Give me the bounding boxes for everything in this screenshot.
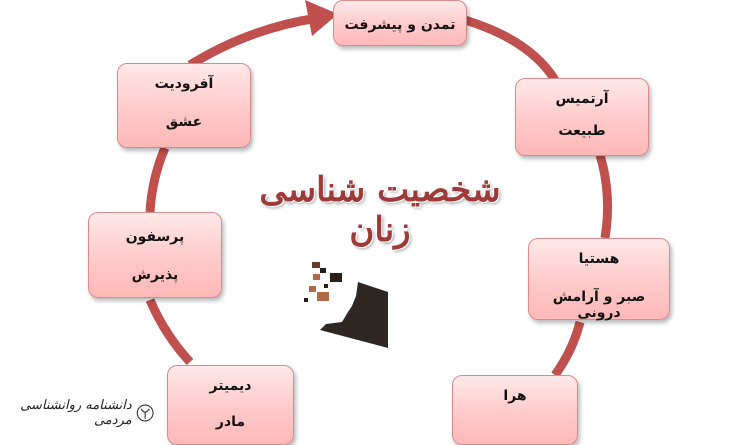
head-pixel-logo-icon	[304, 262, 388, 348]
node-goddess-name: هستیا	[578, 251, 620, 267]
node-trait: طبیعت	[558, 123, 606, 139]
node-goddess-name: دیمیتر	[209, 378, 252, 394]
node-label: تمدن و پیشرفت	[344, 17, 456, 33]
node-goddess-name: آفرودیت	[154, 76, 214, 92]
node-goddess-name: آرتمیس	[555, 91, 609, 107]
cycle-arrow-ring	[145, 0, 613, 378]
node-trait: صبر و آرامش درونی	[552, 289, 646, 321]
diagram-canvas: تمدن و پیشرفت آرتمیس طبیعت هستیا صبر و آ…	[4, 0, 670, 445]
node-hera: هرا	[452, 375, 578, 445]
node-demeter: دیمیتر مادر	[167, 365, 294, 445]
node-civilization: تمدن و پیشرفت	[333, 0, 467, 46]
node-trait: پذیرش	[131, 267, 179, 283]
node-aphrodite: آفرودیت عشق	[117, 63, 251, 148]
watermark-text: دانشنامه روانشناسی مردمی	[20, 398, 132, 428]
psi-logo-icon	[136, 404, 154, 422]
node-persephone: پرسفون پذیرش	[88, 212, 222, 298]
node-goddess-name: پرسفون	[125, 229, 185, 245]
node-goddess-name: هرا	[503, 388, 527, 404]
node-artemis: آرتمیس طبیعت	[515, 78, 649, 156]
node-trait: عشق	[165, 114, 203, 130]
diagram-title: شخصیت شناسی زنان	[259, 170, 501, 250]
watermark: دانشنامه روانشناسی مردمی	[4, 398, 154, 428]
node-trait: مادر	[215, 414, 246, 430]
node-hestia: هستیا صبر و آرامش درونی	[528, 238, 670, 321]
